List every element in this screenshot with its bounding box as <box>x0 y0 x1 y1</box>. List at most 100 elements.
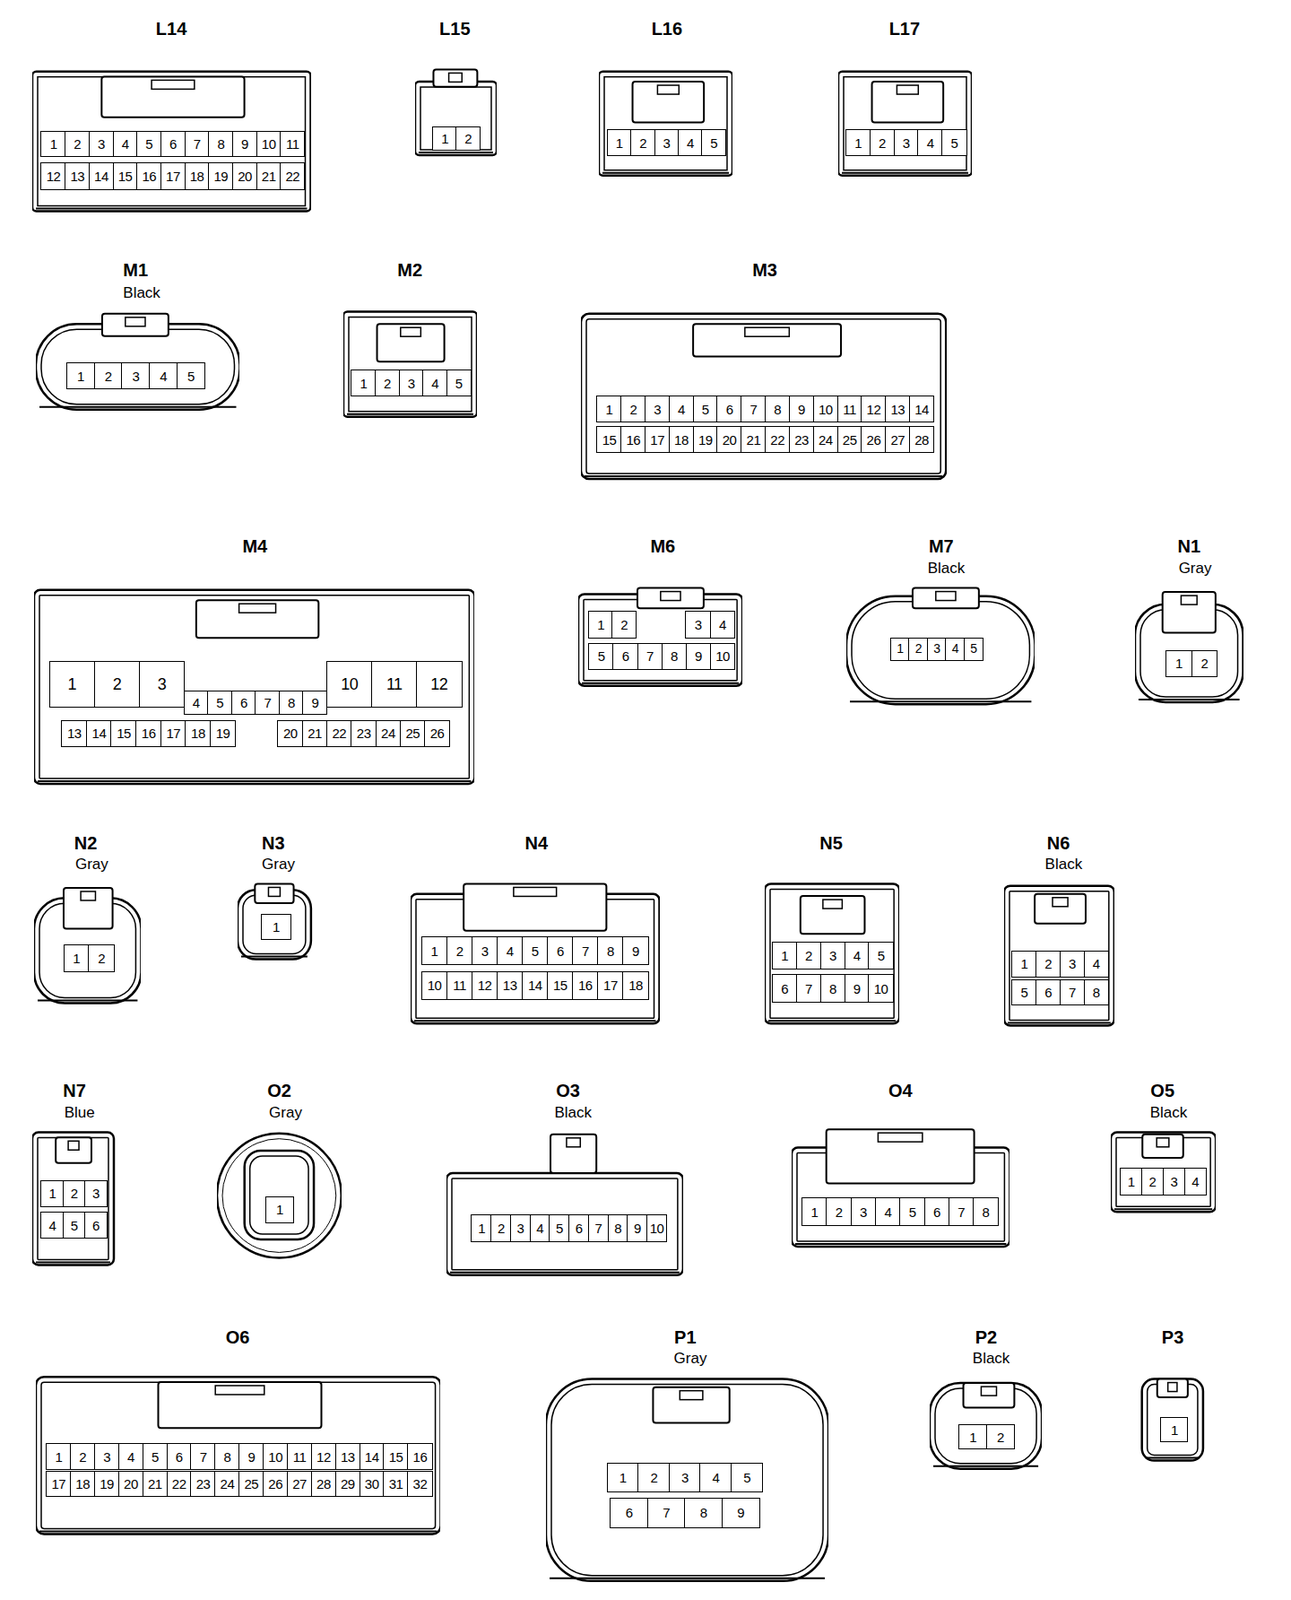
connector-code: L16 <box>651 18 683 39</box>
pin-cell: 3 <box>893 129 919 156</box>
pin-cell: 5 <box>142 1442 168 1470</box>
connector-code: M2 <box>397 259 423 280</box>
pin-number: 14 <box>914 402 929 416</box>
pin-cell: 18 <box>668 425 694 453</box>
pin-cell: 20 <box>118 1470 144 1496</box>
pin-number: 2 <box>915 641 922 656</box>
pin-cell: 22 <box>166 1470 192 1496</box>
pin-number: 6 <box>169 137 177 151</box>
pin-number: 14 <box>364 1449 380 1464</box>
pin-cell: 1 <box>421 935 449 965</box>
pin-number: 12 <box>46 169 61 183</box>
pin-number: 19 <box>213 169 228 183</box>
pin-number: 7 <box>595 1221 603 1235</box>
pin-cell: 2 <box>825 1196 852 1226</box>
pin-number: 8 <box>982 1204 990 1219</box>
pin-number: 1 <box>810 1204 818 1219</box>
pin-number: 2 <box>639 136 647 150</box>
pin-cell: 8 <box>764 395 790 423</box>
pin-cell: 8 <box>684 1497 723 1528</box>
pin-cell: 2 <box>1141 1167 1164 1196</box>
pin-cell: 19 <box>209 719 236 747</box>
pin-number: 6 <box>780 981 789 996</box>
pin-cell: 1 <box>606 1462 640 1492</box>
pin-number: 16 <box>141 726 156 740</box>
pin-number: 4 <box>121 137 130 151</box>
pin-number: 4 <box>677 402 685 416</box>
pin-number: 13 <box>502 978 518 992</box>
pin-number: 5 <box>951 136 959 150</box>
pin-number: 3 <box>157 677 167 692</box>
pin-number: 11 <box>293 1449 307 1464</box>
pin-cell: 3 <box>820 941 846 970</box>
pin-cell: 9 <box>622 935 650 965</box>
pin-cell: 5 <box>867 941 893 970</box>
pin-number: 20 <box>237 169 252 183</box>
pin-cell: 4 <box>677 129 703 156</box>
pin-cell: 11 <box>446 970 474 1000</box>
pin-cell: 6 <box>771 973 798 1003</box>
pin-number: 22 <box>770 433 785 447</box>
pin-number: 8 <box>700 1505 708 1519</box>
pin-number: 2 <box>73 137 81 151</box>
pin-number: 18 <box>190 169 205 183</box>
pin-cell: 6 <box>924 1196 951 1226</box>
housing-color: Black <box>927 559 966 577</box>
pin-number: 17 <box>51 1476 66 1491</box>
pin-number: 19 <box>216 726 231 740</box>
pin-cell: 12 <box>860 395 886 423</box>
pin-cell: 7 <box>571 935 599 965</box>
pin-cell: 18 <box>184 162 210 191</box>
pin-cell: 8 <box>214 1442 240 1470</box>
pin-cell: 16 <box>571 970 599 1000</box>
pin-cell: 9 <box>626 1213 648 1243</box>
pin-cell: 10 <box>421 970 449 1000</box>
pin-cell: 7 <box>637 642 664 671</box>
pin-number: 7 <box>749 402 757 416</box>
connector-housing: P2Black12 <box>929 1322 1042 1473</box>
pin-cell: 20 <box>716 425 742 453</box>
pin-cell: 9 <box>788 395 815 423</box>
pin-cell: 3 <box>644 395 670 423</box>
pin-cell: 1 <box>845 129 871 156</box>
pin-number: 20 <box>123 1476 139 1491</box>
pin-cell: 1 <box>470 1213 492 1243</box>
pin-number: 8 <box>216 137 225 151</box>
housing-color: Gray <box>261 855 295 873</box>
pin-number: 9 <box>633 1221 642 1235</box>
pin-cell: 8 <box>820 973 846 1003</box>
pin-number: 23 <box>196 1476 211 1491</box>
pin-cell: 7 <box>190 1442 216 1470</box>
pin-cell: 1 <box>606 129 633 156</box>
pin-number: 3 <box>653 402 661 416</box>
pin-cell: 26 <box>424 719 451 747</box>
pin-cell: 17 <box>597 970 624 1000</box>
pin-cell: 13 <box>60 719 87 747</box>
connector-outline <box>34 531 475 788</box>
pin-number: 3 <box>663 136 671 150</box>
pin-cell: 2 <box>637 1462 670 1492</box>
connector-code: L14 <box>155 18 187 39</box>
pin-cell: 2 <box>1035 950 1061 978</box>
pin-cell: 5 <box>899 1196 926 1226</box>
pin-number: 1 <box>359 376 367 390</box>
pin-number: 1 <box>477 1221 486 1235</box>
pin-number: 10 <box>427 978 442 992</box>
pin-number: 15 <box>602 433 617 447</box>
pin-number: 12 <box>430 677 448 692</box>
pin-number: 20 <box>722 433 737 447</box>
connector-housing: O612345678910111213141516171819202122232… <box>35 1322 442 1538</box>
pin-number: 1 <box>969 1429 977 1444</box>
pin-number: 5 <box>597 649 606 663</box>
pin-number: 7 <box>263 695 271 710</box>
pin-cell: 2 <box>374 369 400 398</box>
pin-cell: 1 <box>350 369 376 398</box>
pin-number: 5 <box>743 1470 751 1484</box>
pin-number: 18 <box>190 726 206 740</box>
housing-color: Gray <box>1178 559 1213 577</box>
pin-number: 2 <box>1149 1174 1157 1188</box>
pin-number: 5 <box>455 376 463 390</box>
connector-housing: M312345678910111213141516171819202122232… <box>580 255 946 484</box>
connector-code: P2 <box>975 1326 997 1347</box>
pin-number: 21 <box>307 726 322 740</box>
